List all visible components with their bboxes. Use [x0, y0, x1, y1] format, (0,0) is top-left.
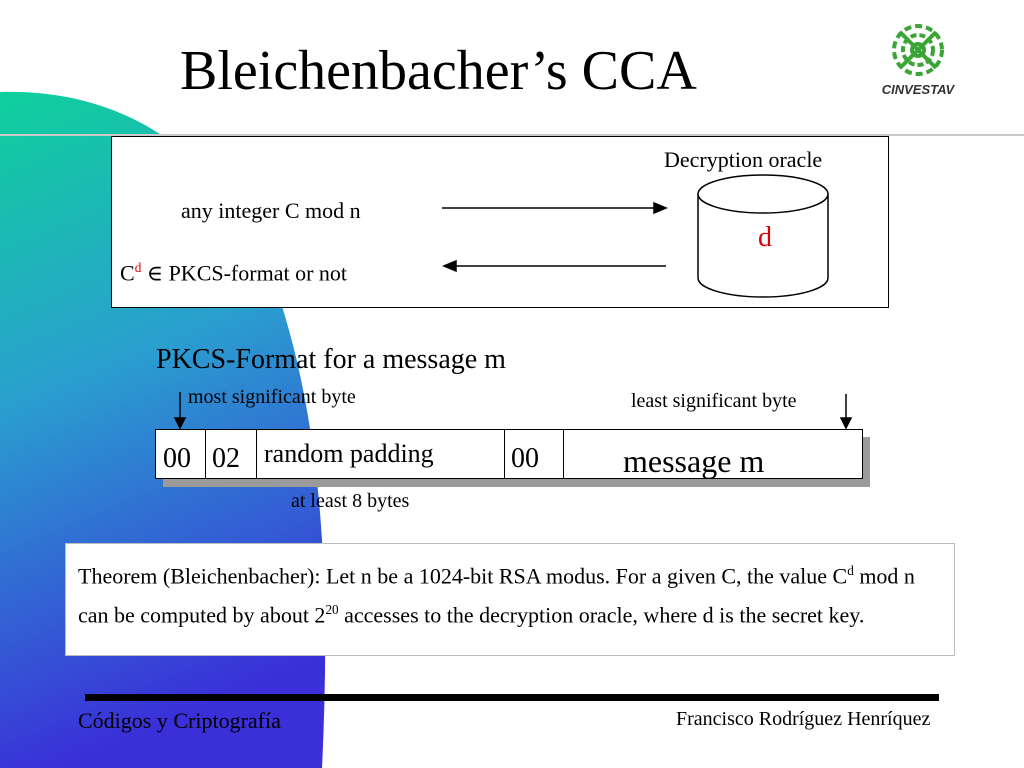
field-random-padding: random padding: [264, 439, 434, 468]
field-00-first: 00: [163, 443, 191, 474]
theorem-box: Theorem (Bleichenbacher): Let n be a 102…: [65, 543, 955, 656]
request-arrowhead-icon: [653, 201, 668, 215]
response-label: Cd ∈ PKCS-format or not: [120, 260, 348, 286]
response-exponent: d: [134, 260, 142, 275]
lsb-label: least significant byte: [631, 390, 797, 412]
byte-pointer-arrows: [173, 392, 853, 430]
logo-wordmark: CINVESTAV: [882, 82, 956, 97]
secret-key-symbol: d: [758, 222, 772, 253]
footer-author: Francisco Rodríguez Henríquez: [676, 708, 931, 730]
lsb-arrowhead-icon: [839, 417, 853, 430]
field-divider: [504, 429, 505, 479]
msb-arrowhead-icon: [173, 417, 187, 430]
title-divider: [0, 134, 1024, 136]
msb-label: most significant byte: [188, 386, 356, 408]
field-divider: [563, 429, 564, 479]
cinvestav-logo: CINVESTAV: [872, 18, 964, 102]
field-divider: [205, 429, 206, 479]
format-heading: PKCS-Format for a message m: [156, 344, 506, 375]
slide-title: Bleichenbacher’s CCA: [180, 40, 697, 102]
footer-divider: [85, 694, 939, 701]
field-02: 02: [212, 443, 240, 474]
pkcs-format-bar: [155, 429, 863, 479]
oracle-arrows: [442, 201, 668, 273]
oracle-cylinder-icon: [697, 174, 829, 298]
field-00-separator: 00: [511, 443, 539, 474]
request-label: any integer C mod n: [181, 198, 361, 223]
field-message: message m: [623, 443, 765, 479]
oracle-label: Decryption oracle: [664, 147, 823, 172]
padding-length-note: at least 8 bytes: [291, 490, 410, 512]
field-divider: [256, 429, 257, 479]
footer-course: Códigos y Criptografía: [78, 708, 281, 733]
response-arrowhead-icon: [442, 259, 457, 273]
